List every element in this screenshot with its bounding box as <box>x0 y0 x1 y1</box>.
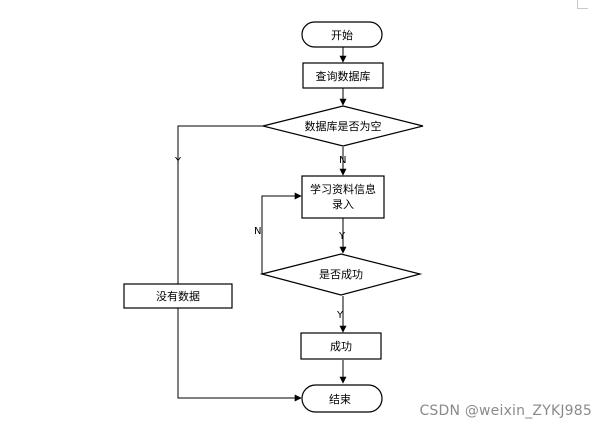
success-label: 成功 <box>330 340 352 353</box>
success-check-decision <box>259 253 423 296</box>
edge-check-fail-loop <box>261 192 302 274</box>
query-database-box <box>302 62 384 89</box>
end-label: 结束 <box>329 393 351 406</box>
edge-label-check-yes: Y <box>336 310 344 321</box>
end-terminal <box>301 384 383 413</box>
no-data-box <box>123 283 233 309</box>
db-empty-label: 数据库是否为空 <box>305 119 382 133</box>
flow-edges <box>177 47 347 402</box>
edge-dbempty-yes-path <box>177 125 302 402</box>
edge-label-entry-yes: Y <box>338 231 346 242</box>
info-entry-label-line1: 学习资料信息 <box>310 182 376 196</box>
success-check-label: 是否成功 <box>319 268 363 281</box>
edge-label-dbempty-yes: Y <box>174 156 182 167</box>
info-entry-label-line2: 录入 <box>332 198 354 211</box>
start-terminal <box>301 21 383 48</box>
edge-label-dbempty-no: N <box>339 155 346 166</box>
corner-mark <box>577 0 588 9</box>
start-label: 开始 <box>331 28 353 42</box>
success-box <box>300 332 382 360</box>
csdn-watermark: CSDN @weixin_ZYKJ985 <box>419 403 592 419</box>
db-empty-decision <box>262 105 424 147</box>
query-database-label: 查询数据库 <box>316 69 371 83</box>
no-data-label: 没有数据 <box>156 289 200 303</box>
edge-label-check-no: N <box>254 226 261 237</box>
info-entry-box <box>301 175 385 219</box>
